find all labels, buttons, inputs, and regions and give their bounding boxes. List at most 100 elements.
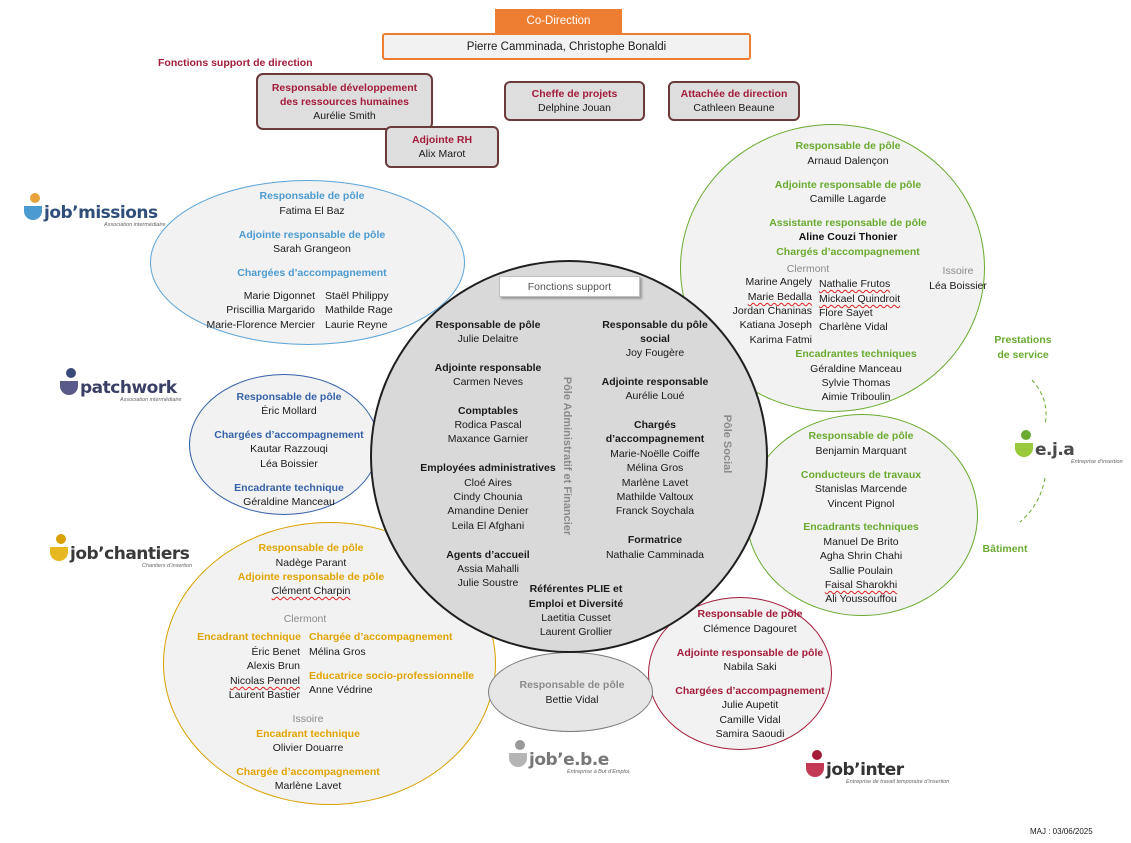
eja-prest-col1-3: Jordan Chaninas <box>732 305 812 317</box>
patchwork-logo: patchwork Association intermédiaire <box>60 368 181 403</box>
social-adj-name: Aurélie Loué <box>625 390 685 402</box>
jobchantiers-ch-name: Mélina Gros <box>309 646 366 658</box>
admin-accueil-2: Julie Soustre <box>457 577 519 589</box>
social-ch-1: Marie-Noëlle Coiffe <box>610 448 700 460</box>
jobchantiers-resp-name: Nadège Parant <box>275 557 347 569</box>
jobinter-logo: job’inter Entreprise de travail temporai… <box>806 750 949 785</box>
social-ch-4: Mathilde Valtoux <box>616 491 694 503</box>
admin-adj-role: Adjointe responsable <box>434 362 542 374</box>
attachee-direction-box: Attachée de direction Cathleen Beaune <box>668 81 800 121</box>
jobinter-ch-role: Chargées d’accompagnement <box>675 685 825 697</box>
jobchantiers-logo: job’chantiers Chantiers d’insertion <box>50 534 192 569</box>
jobmissions-ch-col2-3: Laurie Reyne <box>325 319 388 331</box>
admin-accueil-role: Agents d’accueil <box>446 549 530 561</box>
jobmissions-logo: job’missions Association intermédiaire <box>24 193 165 228</box>
jobchantiers-adj-role: Adjointe responsable de pôle <box>237 571 385 583</box>
plie-role-2: Emploi et Diversité <box>528 598 624 610</box>
jobchantiers-iss-enc-name: Olivier Douarre <box>272 742 344 754</box>
admin-resp-name: Julie Delaitre <box>457 333 519 345</box>
eja-prest-col1-5: Karima Fatmi <box>749 334 812 346</box>
eja-prest-adj-role: Adjointe responsable de pôle <box>774 179 922 191</box>
eja-prest-enc-2: Sylvie Thomas <box>821 377 891 389</box>
jobinter-adj-role: Adjointe responsable de pôle <box>676 647 824 659</box>
jobchantiers-clermont: Clermont <box>283 613 327 625</box>
eja-prest-col2-1: Nathalie Frutos <box>819 278 891 290</box>
patchwork-ch-role: Chargées d’accompagnement <box>214 429 364 441</box>
eja-bat-enc-role: Encadrants techniques <box>803 521 919 533</box>
jobmissions-ch-col1-3: Marie-Florence Mercier <box>206 319 315 331</box>
eja-prest-issoire-name: Léa Boissier <box>929 280 987 292</box>
eja-prest-enc-1: Géraldine Manceau <box>810 363 902 375</box>
jobmissions-resp-name: Fatima El Baz <box>279 205 345 217</box>
patchwork-enc-name: Géraldine Manceau <box>243 496 335 508</box>
jobebe-logo: job’e.b.e Entreprise à But d’Emploi <box>509 740 629 775</box>
eja-prest-adj-name: Camille Lagarde <box>809 193 887 205</box>
eja-prest-ass-name: Aline Couzi Thonier <box>798 231 898 243</box>
eja-prest-ch-role: Chargés d’accompagnement <box>776 246 920 258</box>
jobinter-resp-role: Responsable de pôle <box>697 608 803 620</box>
eja-batiment-label: Bâtiment <box>982 543 1028 555</box>
eja-dashed-connector <box>1019 379 1047 523</box>
patchwork-ch-1: Kautar Razzouqi <box>250 443 328 455</box>
admin-emp-4: Leila El Afghani <box>451 520 525 532</box>
pole-admin-vertical-label: Pôle Administratif et Financier <box>561 376 573 536</box>
jobchantiers-adj-name: Clément Charpin <box>271 585 351 597</box>
social-ch-2: Mélina Gros <box>626 462 684 474</box>
patchwork-resp-name: Éric Mollard <box>261 405 317 417</box>
eja-prest-col1-2: Marie Bedalla <box>747 291 812 303</box>
admin-emp-3: Amandine Denier <box>447 505 529 517</box>
jobebe-ellipse <box>488 652 653 732</box>
social-form-name: Nathalie Camminada <box>605 549 705 561</box>
adjointe-rh-box: Adjointe RH Alix Marot <box>385 126 499 168</box>
jobchantiers-edu-role: Educatrice socio-professionnelle <box>309 670 475 682</box>
eja-bat-enc-3: Sallie Poulain <box>829 565 893 577</box>
eja-prest-enc-role: Encadrantes techniques <box>795 348 917 360</box>
eja-logo: e.j.a Entreprise d’insertion <box>1015 430 1123 465</box>
jobmissions-resp-role: Responsable de pôle <box>259 190 365 202</box>
support-direction-label: Fonctions support de direction <box>158 57 313 69</box>
social-resp-role-1: Responsable du pôle <box>602 319 708 331</box>
eja-bat-enc-4: Faisal Sharokhi <box>824 579 898 591</box>
jobchantiers-ch-role: Chargée d’accompagnement <box>309 631 453 643</box>
jobmissions-adj-name: Sarah Grangeon <box>273 243 351 255</box>
admin-resp-role: Responsable de pôle <box>435 319 541 331</box>
eja-prestations-label-1: Prestations <box>994 334 1052 346</box>
admin-compta-1: Rodica Pascal <box>454 419 522 431</box>
jobchantiers-logo-icon <box>50 534 70 564</box>
eja-bat-cond-1: Stanislas Marcende <box>814 483 908 495</box>
jobchantiers-enc-2: Alexis Brun <box>246 660 300 672</box>
plie-name-1: Laetitia Cusset <box>541 612 611 624</box>
jobmissions-adj-role: Adjointe responsable de pôle <box>238 229 386 241</box>
jobinter-logo-icon <box>806 750 826 780</box>
admin-adj-name: Carmen Neves <box>452 376 524 388</box>
eja-bat-cond-2: Vincent Pignol <box>827 498 895 510</box>
social-adj-role: Adjointe responsable <box>601 376 709 388</box>
fonctions-support-label: Fonctions support <box>499 276 640 297</box>
eja-prest-clermont: Clermont <box>786 263 830 275</box>
eja-prest-issoire: Issoire <box>942 265 974 277</box>
jobmissions-ch-col2-1: Staël Philippy <box>325 290 389 302</box>
eja-bat-enc-2: Agha Shrin Chahi <box>819 550 903 562</box>
jobchantiers-iss-ch-name: Marlène Lavet <box>274 780 342 792</box>
social-ch-5: Franck Soychala <box>615 505 695 517</box>
social-resp-name: Joy Fougère <box>625 347 685 359</box>
jobebe-logo-icon <box>509 740 529 770</box>
codirection-names: Pierre Camminada, Christophe Bonaldi <box>382 33 751 60</box>
plie-name-2: Laurent Grollier <box>539 626 613 638</box>
codirection-title: Co-Direction <box>495 9 622 33</box>
eja-batiment-ellipse <box>746 414 978 616</box>
social-ch-role-2: d’accompagnement <box>605 433 705 445</box>
eja-bat-cond-role: Conducteurs de travaux <box>800 469 922 481</box>
jobinter-adj-name: Nabila Saki <box>723 661 777 673</box>
jobchantiers-enc-role: Encadrant technique <box>197 631 301 643</box>
patchwork-logo-icon <box>60 368 80 398</box>
jobinter-ch-3: Samira Saoudi <box>715 728 785 740</box>
jobmissions-ch-role: Chargées d’accompagnement <box>237 267 387 279</box>
social-resp-role-2: social <box>640 333 670 345</box>
plie-role-1: Référentes PLIE et <box>529 583 623 595</box>
jobchantiers-enc-1: Éric Benet <box>251 646 300 658</box>
jobchantiers-resp-role: Responsable de pôle <box>258 542 364 554</box>
jobinter-ch-1: Julie Aupetit <box>721 699 779 711</box>
jobmissions-ch-col2-2: Mathilde Rage <box>325 304 393 316</box>
patchwork-ch-2: Léa Boissier <box>260 458 318 470</box>
